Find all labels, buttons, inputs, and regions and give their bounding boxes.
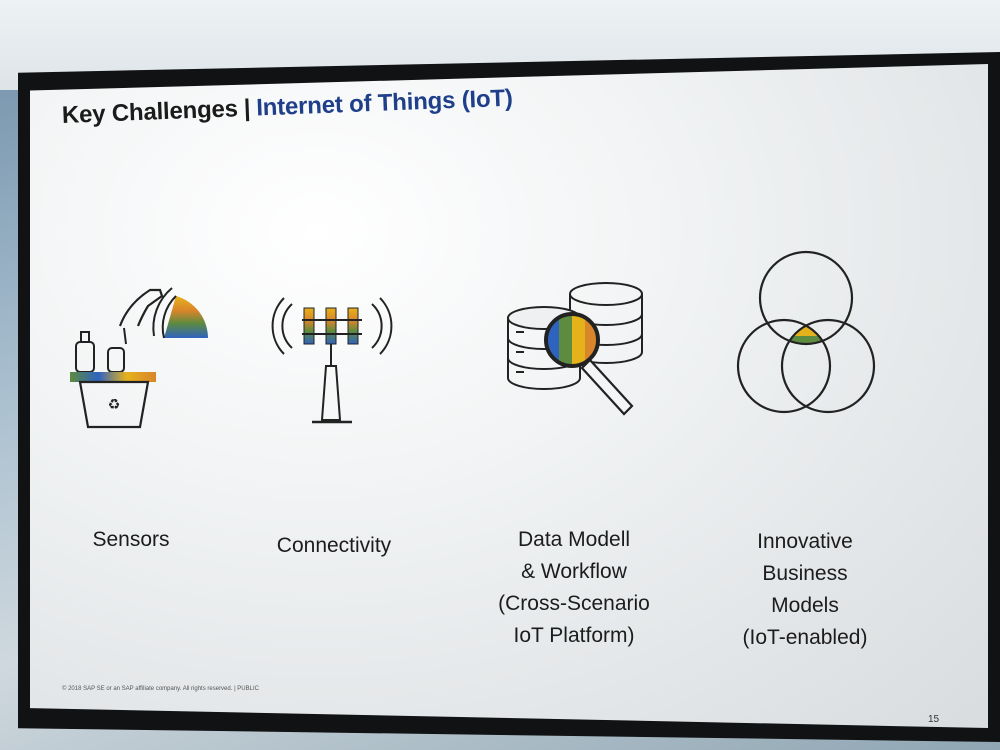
footer-copyright: © 2018 SAP SE or an SAP affiliate compan… — [62, 686, 259, 692]
page-number: 15 — [928, 714, 940, 725]
label-line: Sensors — [92, 528, 170, 551]
title-main: Key Challenges — [61, 95, 239, 129]
label-connectivity: Connectivity — [264, 530, 404, 562]
svg-text:♻: ♻ — [108, 397, 121, 413]
label-sensors: Sensors — [66, 524, 196, 556]
label-innovative-business-models: Innovative Business Models (IoT-enabled) — [720, 526, 890, 654]
database-magnifier-icon — [498, 278, 658, 433]
venn-circles-icon — [734, 246, 884, 426]
label-line: Innovative — [757, 530, 853, 553]
label-line: Data Modell — [517, 528, 631, 551]
title-separator: | — [243, 94, 251, 123]
label-line: (IoT-enabled) — [742, 626, 868, 649]
label-line: & Workflow — [521, 560, 627, 583]
label-line: (Cross-Scenario — [498, 592, 650, 615]
label-line: Connectivity — [276, 534, 392, 557]
label-data-modell: Data Modell & Workflow (Cross-Scenario I… — [484, 524, 664, 652]
antenna-tower-icon — [271, 290, 396, 435]
label-line: IoT Platform) — [513, 624, 635, 647]
label-line: Business — [762, 562, 848, 585]
tv-screen — [30, 64, 988, 728]
label-line: Models — [771, 594, 839, 617]
sensor-recycling-icon: ♻ — [68, 282, 218, 437]
